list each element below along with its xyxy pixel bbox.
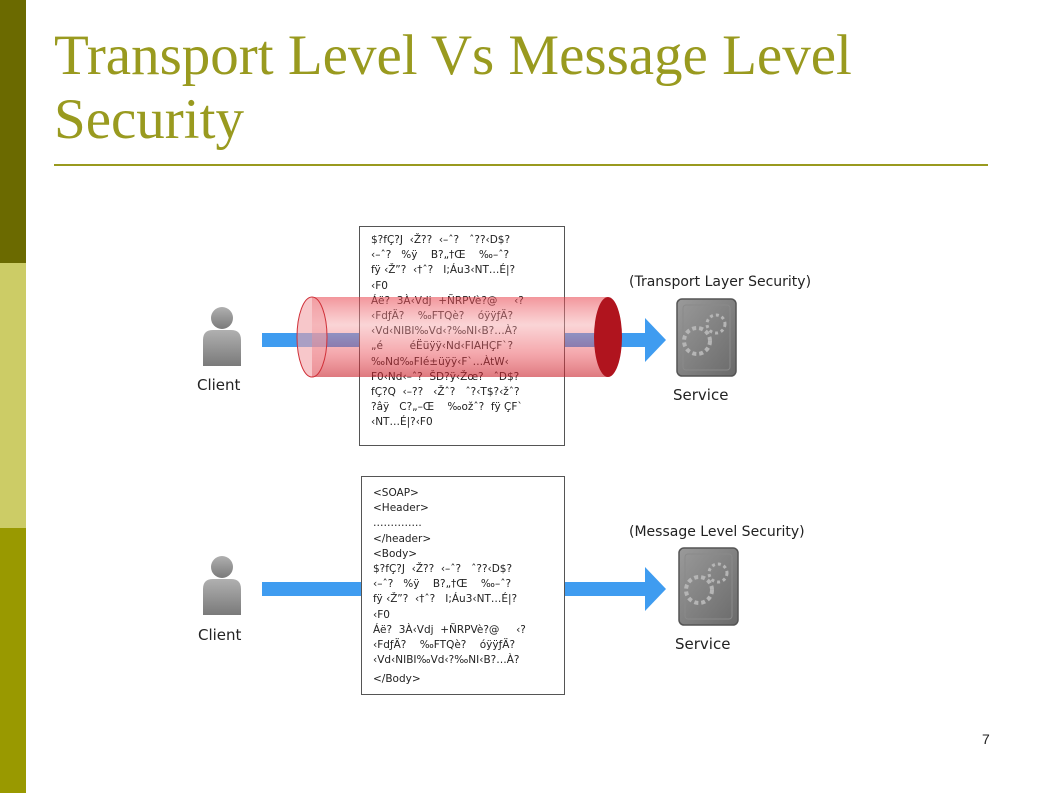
sidebar-band-bottom xyxy=(0,528,26,793)
soap-line: </header> xyxy=(373,532,432,545)
encrypted-line: „é éËüÿÿ‹Nd‹FIAHÇF`? xyxy=(371,340,514,353)
transport-security-label: (Transport Layer Security) xyxy=(629,274,812,290)
encrypted-line: ‹FdƒÄ? ‰FTQè? óÿÿƒÄ? xyxy=(371,310,514,323)
soap-line: fÿ ‹Ž”? ‹†ˆ? I;Áu3‹NT…É|? xyxy=(373,593,518,606)
soap-line: </Body> xyxy=(373,673,421,686)
sidebar-band-top xyxy=(0,0,26,263)
encrypted-line: fÇ?Q ‹–?? ‹Žˆ? ˆ?‹T$?‹žˆ? xyxy=(371,386,520,399)
slide-title: Transport Level Vs Message Level Securit… xyxy=(54,24,852,151)
soap-line: ‹FdƒÄ? ‰FTQè? óÿÿƒÄ? xyxy=(373,639,516,652)
soap-line: <SOAP> xyxy=(373,487,419,499)
soap-line: <Header> xyxy=(373,502,429,515)
encrypted-line: ‹NT…É|?‹F0 xyxy=(371,416,433,429)
message-client-label: Client xyxy=(198,626,242,644)
encrypted-line: ‰Nd‰FIé±üÿÿ‹F`…ÀtW‹ xyxy=(371,355,509,368)
slide-sidebar-decoration xyxy=(0,0,26,793)
title-underline xyxy=(54,164,988,166)
soap-line: ………….. xyxy=(373,517,422,530)
encrypted-line: ‹–ˆ? %ÿ B?„†Œ ‰–ˆ? xyxy=(371,249,510,262)
transport-service-label: Service xyxy=(673,386,729,404)
soap-message-box: <SOAP> <Header> ………….. </header> <Body> $?fÇ?… xyxy=(361,476,565,695)
soap-line: ‹Vd‹NIBI‰Vd‹?‰NI‹B?…À? xyxy=(373,654,520,667)
message-service-label: Service xyxy=(675,635,731,653)
soap-line: $?fÇ?J ‹Ž?? ‹–ˆ? ˆ??‹D$? xyxy=(373,563,513,576)
soap-line: ‹F0 xyxy=(373,608,390,621)
sidebar-band-middle xyxy=(0,263,26,528)
message-security-label: (Message Level Security) xyxy=(629,524,805,540)
soap-line: ‹–ˆ? %ÿ B?„†Œ ‰–ˆ? xyxy=(373,578,512,591)
soap-line: <Body> xyxy=(373,547,418,560)
encrypted-line: ?âÿ C?„–Œ ‰ožˆ? fÿ ÇF` xyxy=(371,401,523,414)
encrypted-line: Áë? 3À‹Vdj +ÑRPVè?@ ‹? xyxy=(371,294,524,307)
encrypted-line: F0‹Nd‹–ˆ? ŠD?ÿ‹Žœ? ˆD$? xyxy=(371,370,520,383)
encrypted-line: fÿ ‹Ž”? ‹†ˆ? I;Áu3‹NT…É|? xyxy=(371,264,516,277)
soap-line: Áë? 3À‹Vdj +ÑRPVè?@ ‹? xyxy=(373,623,526,636)
encrypted-line: ‹F0 xyxy=(371,279,388,292)
transport-client-label: Client xyxy=(197,376,241,394)
encrypted-line: $?fÇ?J ‹Ž?? ‹–ˆ? ˆ??‹D$? xyxy=(371,234,511,246)
encrypted-line: ‹Vd‹NIBI‰Vd‹?‰NI‹B?…À? xyxy=(371,325,518,338)
page-number: 7 xyxy=(982,731,990,747)
encrypted-payload-box: $?fÇ?J ‹Ž?? ‹–ˆ? ˆ??‹D$? ‹–ˆ? %ÿ B?„†Œ ‰–… xyxy=(359,226,565,446)
